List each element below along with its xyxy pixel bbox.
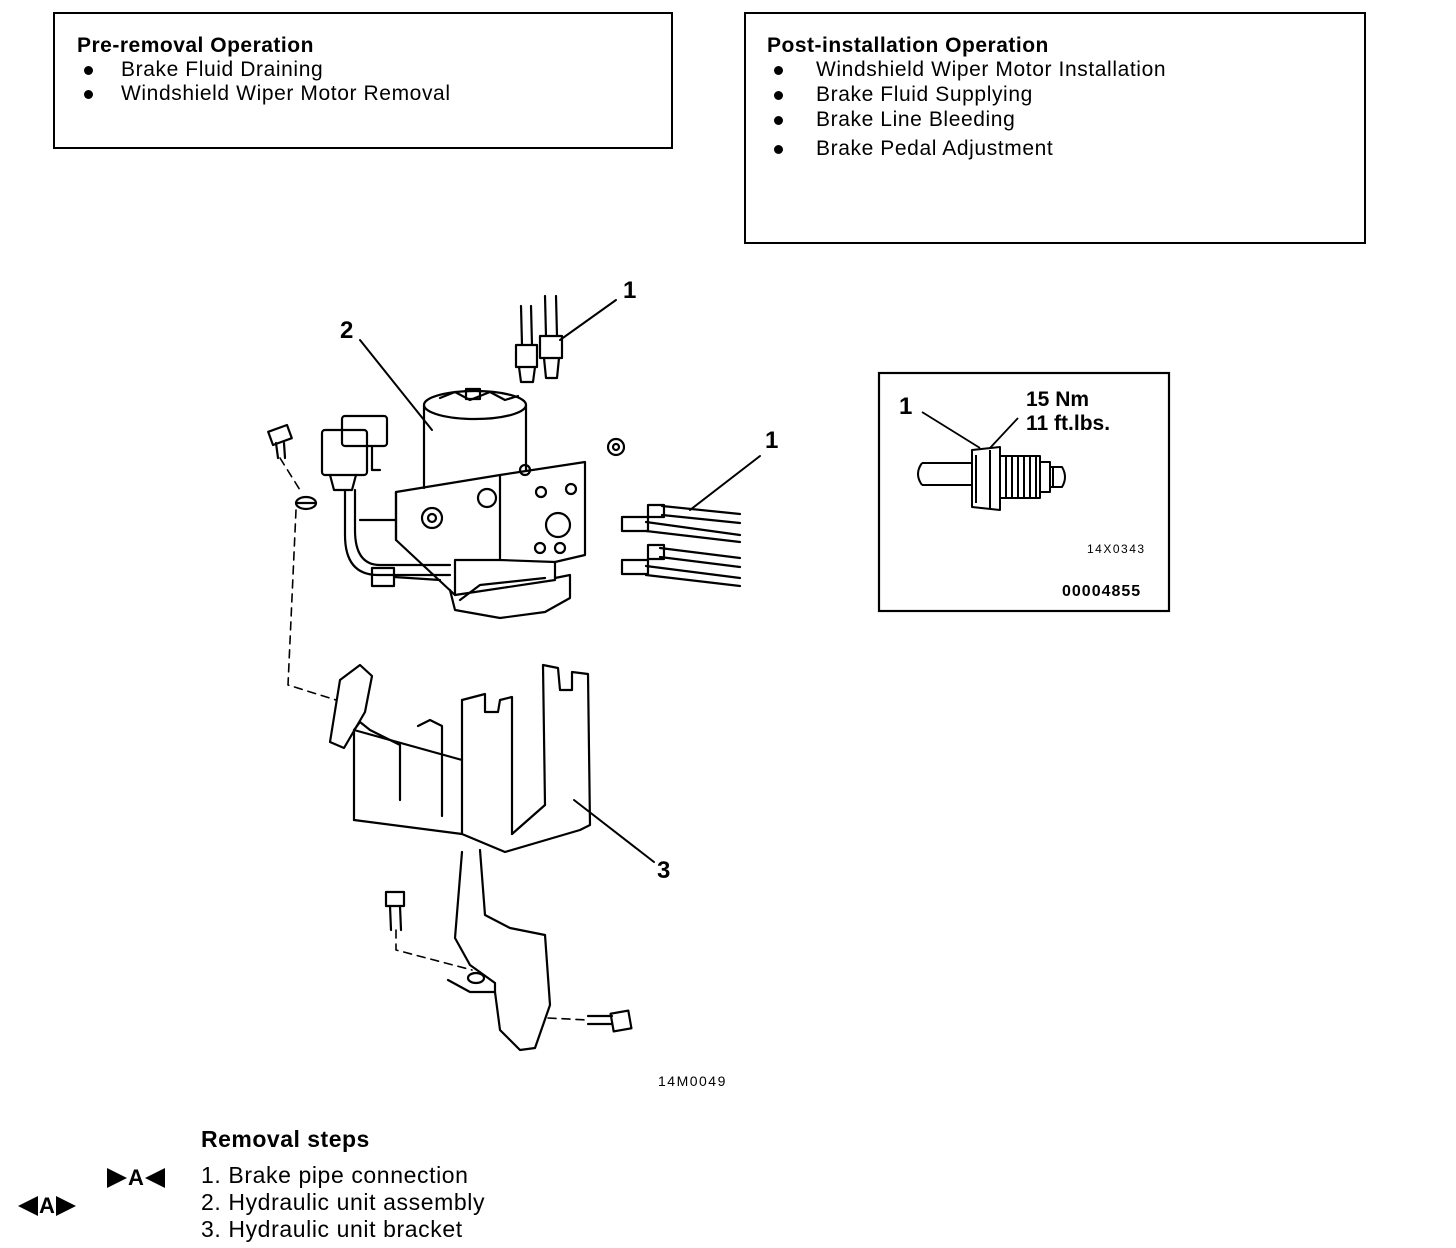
removal-steps-title: Removal steps xyxy=(201,1126,370,1152)
brake-pipe-right xyxy=(620,503,742,588)
hydraulic-unit-bracket xyxy=(328,663,592,1052)
diagram-code: 14M0049 xyxy=(658,1073,727,1089)
list-item: 1. Brake pipe connection xyxy=(201,1162,469,1188)
torque-ftlbs: 11 ft.lbs. xyxy=(1026,412,1110,435)
hydraulic-unit-assembly xyxy=(394,387,626,620)
torque-detail-inset: 1 15 Nm 11 ft.lbs. 14X0343 00004855 xyxy=(877,371,1171,613)
callout-1-pipes: 1 xyxy=(765,427,778,454)
service-mark-a-installation: A xyxy=(107,1165,165,1191)
leader-lines xyxy=(359,299,761,863)
ground-bolt xyxy=(267,423,318,511)
post-installation-box: Post-installation Operation Windshield W… xyxy=(744,12,1366,244)
detail-callout-1: 1 xyxy=(899,393,912,420)
bracket-bolt xyxy=(384,890,633,1033)
bullet-icon xyxy=(774,65,783,75)
list-item: Windshield Wiper Motor Removal xyxy=(77,82,671,106)
callout-3: 3 xyxy=(657,857,670,884)
arrow-right-icon xyxy=(55,1196,76,1216)
arrow-left-icon xyxy=(18,1196,38,1216)
alignment-lines xyxy=(279,457,589,1021)
list-item: Windshield Wiper Motor Installation xyxy=(767,58,1364,82)
pre-removal-title: Pre-removal Operation xyxy=(77,34,314,57)
callout-2: 2 xyxy=(340,317,353,344)
list-item: 2. Hydraulic unit assembly xyxy=(201,1189,486,1215)
list-item: 3. Hydraulic unit bracket xyxy=(201,1216,463,1242)
detail-id: 00004855 xyxy=(1062,583,1141,600)
removal-steps-list: 1. Brake pipe connection 2. Hydraulic un… xyxy=(201,1162,485,1243)
bullet-icon xyxy=(774,144,783,154)
bullet-icon xyxy=(84,89,93,99)
service-mark-a-removal: A xyxy=(18,1193,76,1219)
post-installation-title: Post-installation Operation xyxy=(767,34,1049,57)
callout-1: 1 xyxy=(623,277,636,304)
bullet-icon xyxy=(84,65,93,75)
list-item: Brake Pedal Adjustment xyxy=(767,137,1364,161)
list-item: Brake Fluid Supplying xyxy=(767,83,1364,107)
post-installation-list: Windshield Wiper Motor Installation Brak… xyxy=(767,58,1364,161)
arrow-left-icon xyxy=(144,1168,165,1188)
pre-removal-box: Pre-removal Operation Brake Fluid Draini… xyxy=(53,12,673,149)
brake-pipe-top xyxy=(514,294,564,384)
bullet-icon xyxy=(774,115,783,125)
arrow-right-icon xyxy=(107,1168,127,1188)
pre-removal-list: Brake Fluid Draining Windshield Wiper Mo… xyxy=(77,58,671,106)
bullet-icon xyxy=(774,90,783,100)
torque-nm: 15 Nm xyxy=(1026,388,1089,411)
detail-code: 14X0343 xyxy=(1087,542,1146,556)
list-item: Brake Fluid Draining xyxy=(77,58,671,82)
harness-connectors xyxy=(320,414,452,588)
list-item: Brake Line Bleeding xyxy=(767,108,1364,132)
